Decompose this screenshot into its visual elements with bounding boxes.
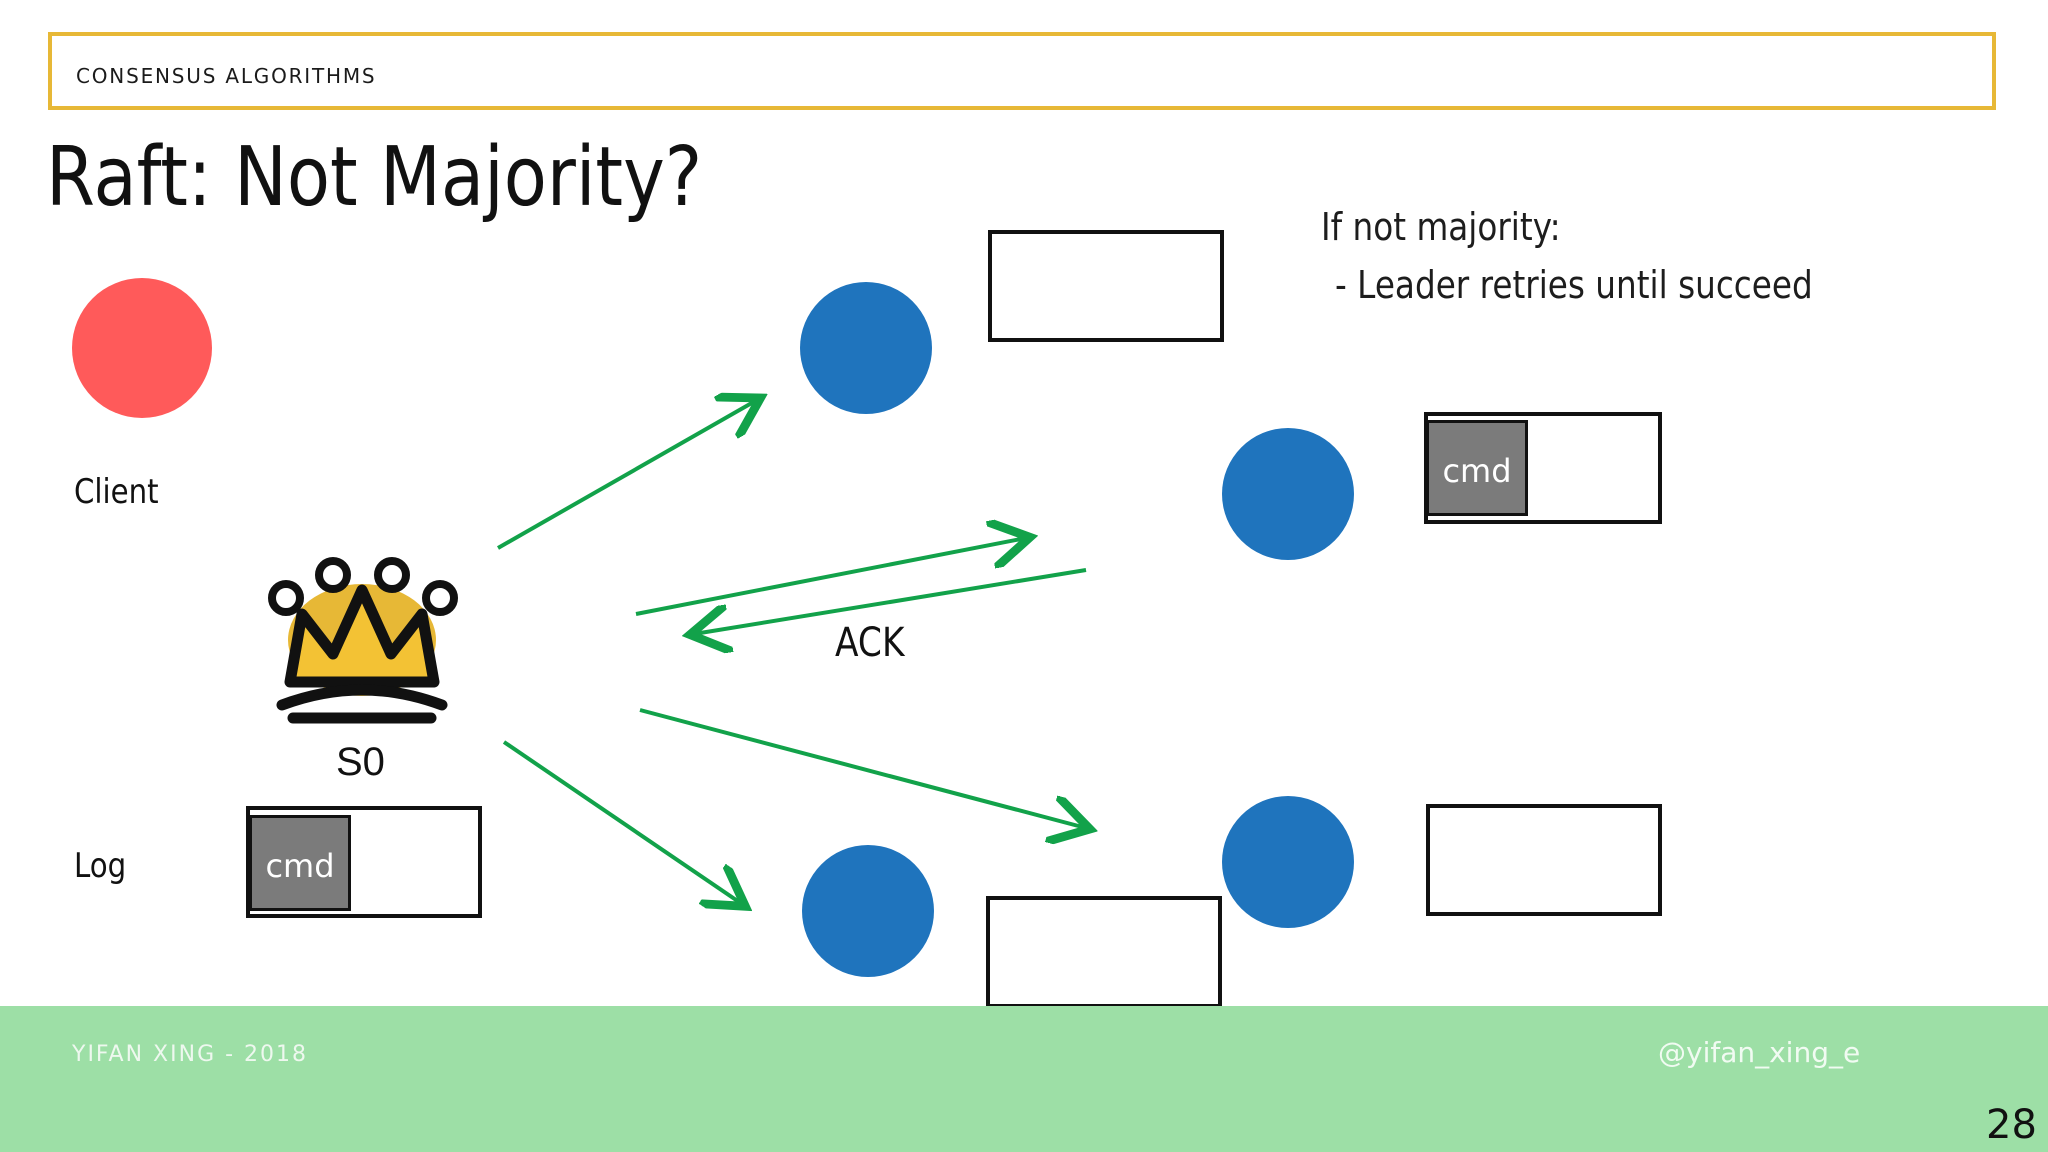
note-line-2: - Leader retries until succeed bbox=[1335, 263, 1813, 307]
footer-author: YIFAN XING - 2018 bbox=[72, 1042, 309, 1067]
log-box-s4 bbox=[1426, 804, 1662, 916]
log-box-s3 bbox=[986, 896, 1222, 1008]
log-label: Log bbox=[74, 846, 127, 886]
client-node bbox=[72, 278, 212, 418]
log-box-s1 bbox=[988, 230, 1224, 342]
leader-log-entry: cmd bbox=[249, 815, 351, 911]
leader-label: S0 bbox=[336, 740, 385, 784]
slide-title: Raft: Not Majority? bbox=[46, 130, 703, 225]
ack-label: ACK bbox=[835, 620, 905, 666]
ack-arrow-s2 bbox=[694, 568, 1087, 634]
footer-handle: @yifan_xing_e bbox=[1658, 1036, 1861, 1069]
page-number: 28 bbox=[1986, 1102, 2037, 1148]
note-line-1: If not majority: bbox=[1321, 205, 1561, 249]
section-title: CONSENSUS ALGORITHMS bbox=[76, 64, 377, 88]
client-label: Client bbox=[74, 472, 159, 512]
append-arrow-s2 bbox=[635, 538, 1026, 616]
follower-node-s3 bbox=[802, 845, 934, 977]
follower-node-s4 bbox=[1222, 796, 1354, 928]
footer: YIFAN XING - 2018 @yifan_xing_e 28 bbox=[0, 1006, 2048, 1152]
append-arrow-s1 bbox=[497, 400, 757, 550]
follower-node-s1 bbox=[800, 282, 932, 414]
append-arrow-s3 bbox=[502, 740, 742, 904]
follower-log-entry: cmd bbox=[1426, 420, 1528, 516]
crown-icon bbox=[268, 557, 458, 724]
append-arrow-s4 bbox=[639, 708, 1086, 828]
section-header: CONSENSUS ALGORITHMS bbox=[48, 32, 1996, 110]
follower-node-s2 bbox=[1222, 428, 1354, 560]
